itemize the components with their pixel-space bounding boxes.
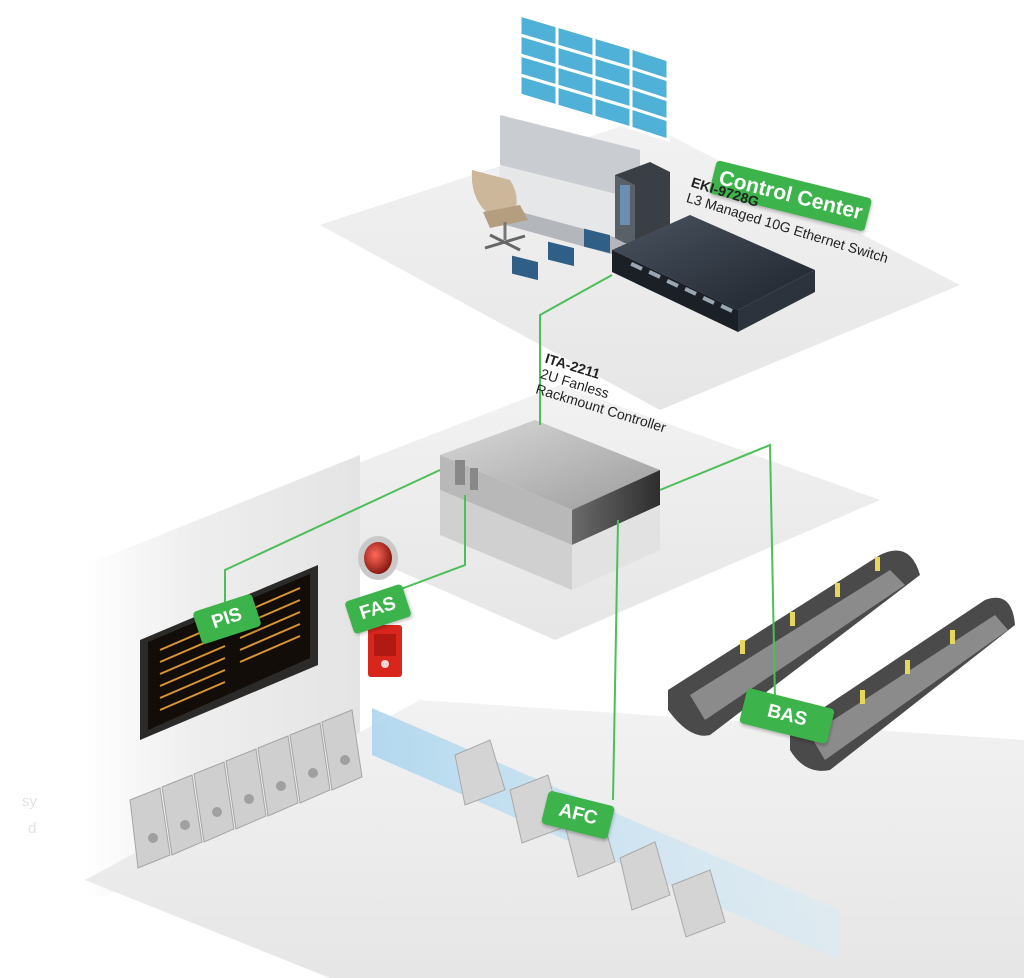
ticket-machines (129, 709, 363, 869)
office-chair (471, 170, 528, 252)
control-desk (495, 115, 640, 281)
ticket-machine-logos (148, 755, 350, 843)
equipment-rack (615, 162, 670, 248)
rackmount-controller (440, 420, 660, 590)
edge-text-line2: d (28, 820, 37, 837)
link-switch-controller (539, 274, 613, 425)
fire-alarm-bell (358, 536, 398, 580)
link-controller-pis (224, 469, 441, 615)
link-controller-bas (659, 443, 776, 701)
link-controller-afc (612, 519, 619, 801)
video-wall (518, 12, 670, 143)
edge-text-line1: sy (22, 793, 37, 810)
escalators (668, 550, 1015, 771)
ethernet-switch (612, 215, 815, 332)
fare-gates (454, 739, 726, 938)
fire-alarm-button (368, 625, 402, 677)
